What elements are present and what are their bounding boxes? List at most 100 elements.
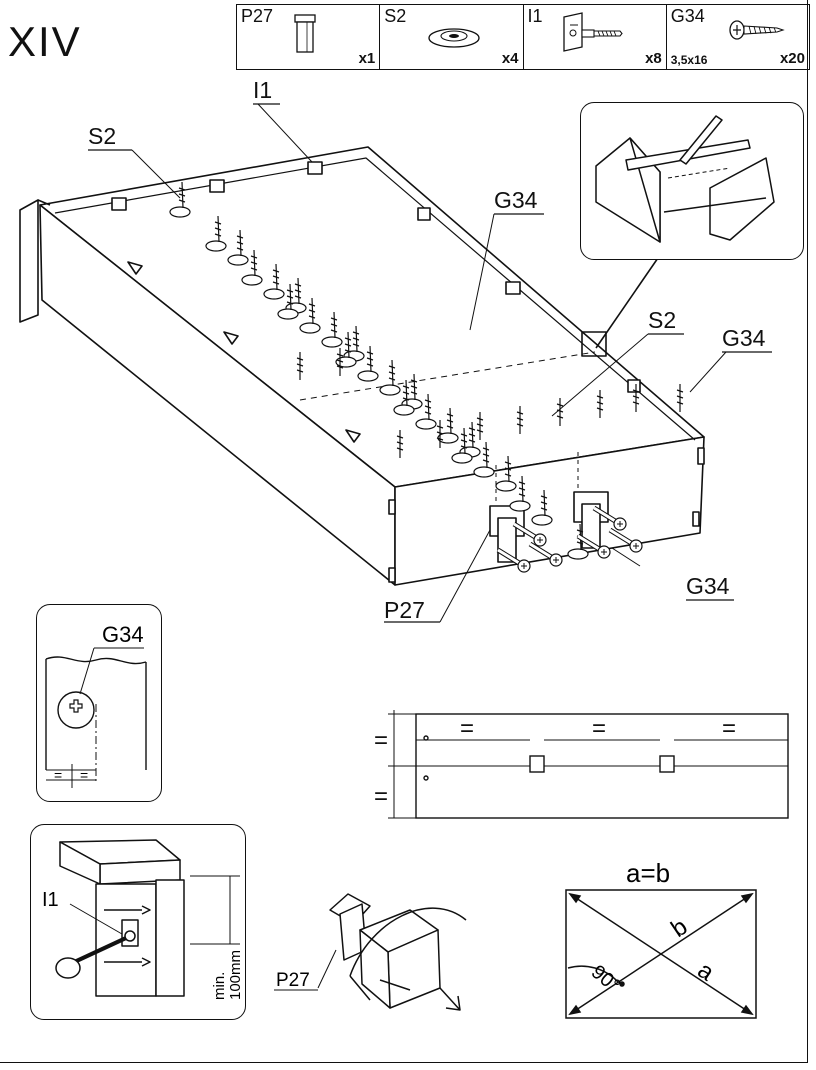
detail-screw-eq2: = <box>80 767 88 783</box>
diagonal-angle: 90° <box>587 961 624 997</box>
foot-screw-mark <box>512 521 547 547</box>
part-s2: S2 x4 <box>380 5 524 69</box>
label-s2-top: S2 <box>88 123 116 149</box>
part-code: G34 <box>670 6 705 26</box>
screw-mark <box>272 263 280 291</box>
detail-bracket-drawing: I1 min. 100mm <box>42 839 244 1000</box>
screw-mark <box>518 475 526 503</box>
detail-screw-box <box>36 604 162 802</box>
screw-mark <box>556 398 564 426</box>
screw-mark <box>336 348 344 376</box>
foot-screw-mark <box>496 547 531 573</box>
screw-mark <box>482 441 490 469</box>
screw-mark <box>296 352 304 380</box>
screw-mark <box>516 406 524 434</box>
end-panel <box>19 199 39 323</box>
washer-mark <box>321 336 343 348</box>
part-size: 3,5x16 <box>670 53 708 67</box>
screw-mark <box>410 373 418 401</box>
washer-mark <box>495 480 517 492</box>
screw-mark <box>352 325 360 353</box>
parts-table: P27 x1 S2 x4 I1 <box>236 4 810 70</box>
label-i1: I1 <box>253 77 272 103</box>
screw-mark <box>286 283 294 311</box>
screw-mark <box>388 359 396 387</box>
screw-mark <box>540 489 548 517</box>
foot-screw-mark <box>528 541 563 567</box>
spacing-diagram: = = = = = <box>374 710 789 819</box>
diagonal-formula: a=b <box>626 858 670 888</box>
part-p27: P27 x1 <box>237 5 381 69</box>
detail-foot-drawing: P27 <box>274 893 467 1011</box>
part-qty: x4 <box>501 50 519 67</box>
washer-mark <box>299 322 321 334</box>
washer-mark <box>169 206 191 218</box>
washer-mark <box>415 418 437 430</box>
screw-mark <box>504 455 512 483</box>
detail-screw-label: G34 <box>102 622 144 647</box>
foot-right <box>573 491 609 549</box>
foot-screw-mark <box>576 533 611 559</box>
screw-mark <box>294 277 302 305</box>
foot-screw-mark <box>608 527 643 553</box>
detail-foot-label: P27 <box>276 970 310 991</box>
main-assembly-drawing: S2 I1 G34 S2 G34 G34 P27 <box>19 77 772 623</box>
screw-mark <box>676 384 684 412</box>
washer-mark <box>379 384 401 396</box>
bracket-marks <box>111 161 641 393</box>
screw-mark <box>330 311 338 339</box>
step-number: XIV <box>8 18 82 65</box>
screw-mark <box>632 384 640 412</box>
detail-screw-eq1: = <box>54 767 62 783</box>
screw-icon <box>729 20 785 40</box>
part-code: I1 <box>527 6 543 26</box>
washer-mark <box>531 514 553 526</box>
box-right-side <box>394 436 705 586</box>
diagonal-b: b <box>666 913 692 943</box>
screw-mark <box>308 297 316 325</box>
washer-mark <box>227 254 249 266</box>
screw-mark <box>424 393 432 421</box>
bracket-icon <box>562 12 623 52</box>
screw-mark <box>402 379 410 407</box>
fastener-group <box>169 181 684 573</box>
screw-mark <box>396 430 404 458</box>
washer-mark <box>263 288 285 300</box>
part-code: S2 <box>384 6 407 26</box>
detail-bracket-min: min. <box>211 972 228 1000</box>
diagonal-a: a <box>693 957 720 987</box>
part-code: P27 <box>241 6 274 26</box>
detail-bracket-distance: 100mm <box>227 950 244 1000</box>
screw-mark <box>596 390 604 418</box>
detail-bracket-label: I1 <box>42 889 59 911</box>
spacing-eq-h3: = <box>722 715 736 742</box>
spacing-eq-v1: = <box>374 727 388 754</box>
washer-mark <box>241 274 263 286</box>
detail-zoom-drawing <box>595 115 775 243</box>
screw-mark <box>214 215 222 243</box>
foot-icon <box>294 14 316 53</box>
screw-mark <box>366 345 374 373</box>
foot-screw-mark <box>592 505 627 531</box>
screw-mark <box>250 249 258 277</box>
part-qty: x1 <box>358 50 376 67</box>
label-g34-bottom: G34 <box>686 573 730 599</box>
washer-mark <box>335 356 357 368</box>
washer-icon <box>428 28 480 48</box>
washer-mark <box>473 466 495 478</box>
detail-screw-drawing: G34 = = <box>45 622 147 788</box>
screw-mark <box>468 421 476 449</box>
part-i1: I1 x8 <box>524 5 667 69</box>
screw-mark <box>344 331 352 359</box>
part-qty: x20 <box>779 50 805 67</box>
spacing-eq-h2: = <box>592 715 606 742</box>
washer-mark <box>357 370 379 382</box>
label-s2-right: S2 <box>648 307 676 333</box>
label-g34-top: G34 <box>494 187 538 213</box>
page-border-bottom <box>0 1062 808 1063</box>
page-border-right <box>807 0 808 1063</box>
screw-mark <box>436 420 444 448</box>
label-g34-right: G34 <box>722 325 766 351</box>
diagonal-check-diagram: a=b b a 90° <box>565 858 757 1019</box>
part-g34: G34 3,5x16 x20 <box>667 5 809 69</box>
